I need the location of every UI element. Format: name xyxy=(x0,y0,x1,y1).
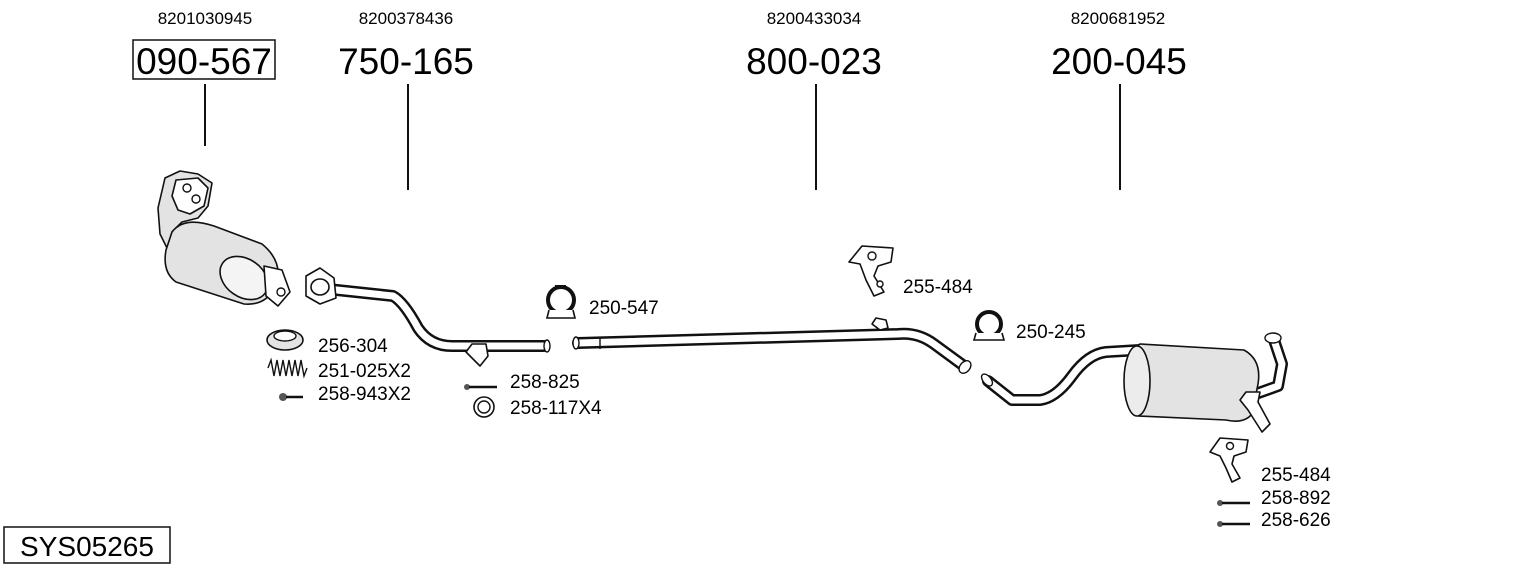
label-bolt-2: 258-892 xyxy=(1261,488,1331,509)
label-hanger-1: 255-484 xyxy=(903,277,973,298)
bolt-icon[interactable] xyxy=(1217,500,1250,506)
label-clamp-1: 250-547 xyxy=(589,298,659,319)
label-bolt-3: 258-626 xyxy=(1261,510,1331,531)
gasket-icon[interactable] xyxy=(266,329,304,351)
oem-number-center-pipe: 8200433034 xyxy=(767,9,862,28)
front-pipe-drawing[interactable] xyxy=(305,267,551,367)
system-code: SYS05265 xyxy=(20,531,154,562)
washer-icon[interactable] xyxy=(473,396,495,418)
label-washers: 258-117X4 xyxy=(510,398,602,419)
center-pipe-drawing[interactable] xyxy=(572,317,973,376)
part-number-front-pipe[interactable]: 750-165 xyxy=(338,41,474,82)
oem-number-rear-silencer: 8200681952 xyxy=(1071,9,1166,28)
spring-icon[interactable] xyxy=(267,357,308,379)
hanger-icon[interactable] xyxy=(1209,437,1249,483)
label-bolt: 258-825 xyxy=(510,372,580,393)
rear-silencer-drawing[interactable] xyxy=(979,332,1288,433)
label-clamp-2: 250-245 xyxy=(1016,322,1086,343)
system-code-box xyxy=(3,526,171,564)
bolt-icon[interactable] xyxy=(1217,521,1250,527)
label-bolts: 258-943X2 xyxy=(318,384,411,405)
bolt-icon[interactable] xyxy=(279,393,303,401)
part-number-catalyst[interactable]: 090-567 xyxy=(136,41,272,82)
highlighted-part-box xyxy=(132,39,276,80)
label-hanger-2: 255-484 xyxy=(1261,465,1331,486)
part-number-rear-silencer[interactable]: 200-045 xyxy=(1051,41,1187,82)
clamp-icon[interactable] xyxy=(972,310,1006,341)
clamp-icon[interactable] xyxy=(545,285,577,319)
bolt-icon[interactable] xyxy=(464,384,497,390)
label-gasket: 256-304 xyxy=(318,336,388,357)
oem-number-catalyst: 8201030945 xyxy=(158,9,253,28)
hanger-icon[interactable] xyxy=(848,245,894,297)
oem-number-front-pipe: 8200378436 xyxy=(359,9,454,28)
label-springs: 251-025X2 xyxy=(318,361,411,382)
part-number-center-pipe[interactable]: 800-023 xyxy=(746,41,882,82)
catalytic-converter-drawing[interactable] xyxy=(157,170,291,308)
